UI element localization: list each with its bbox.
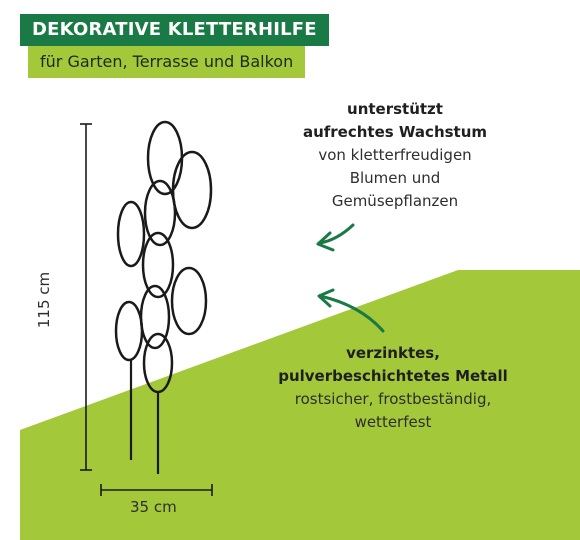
feature-2-line-2: pulverbeschichtetes Metall [278,367,508,385]
feature-1-line-5: Gemüsepflanzen [331,192,459,210]
feature-1-line-2: aufrechtes Wachstum [302,123,488,141]
feature-1-line-1: unterstützt [347,100,443,118]
height-dimension-label: 115 cm [35,271,53,329]
width-dimension-label: 35 cm [130,498,177,516]
title-banner: DEKORATIVE KLETTERHILFE [20,14,329,46]
feature-callout-material: verzinktes, pulverbeschichtetes Metall r… [262,342,524,434]
feature-2-line-1: verzinktes, [346,344,440,362]
feature-callout-growth: unterstützt aufrechtes Wachstum von klet… [300,98,490,213]
feature-1-line-4: Blumen und [349,169,441,187]
feature-2-line-4: wetterfest [354,413,432,431]
subtitle-banner: für Garten, Terrasse und Balkon [28,46,306,78]
feature-2-line-3: rostsicher, frostbeständig, [294,390,492,408]
feature-1-line-3: von kletterfreudigen [318,146,472,164]
